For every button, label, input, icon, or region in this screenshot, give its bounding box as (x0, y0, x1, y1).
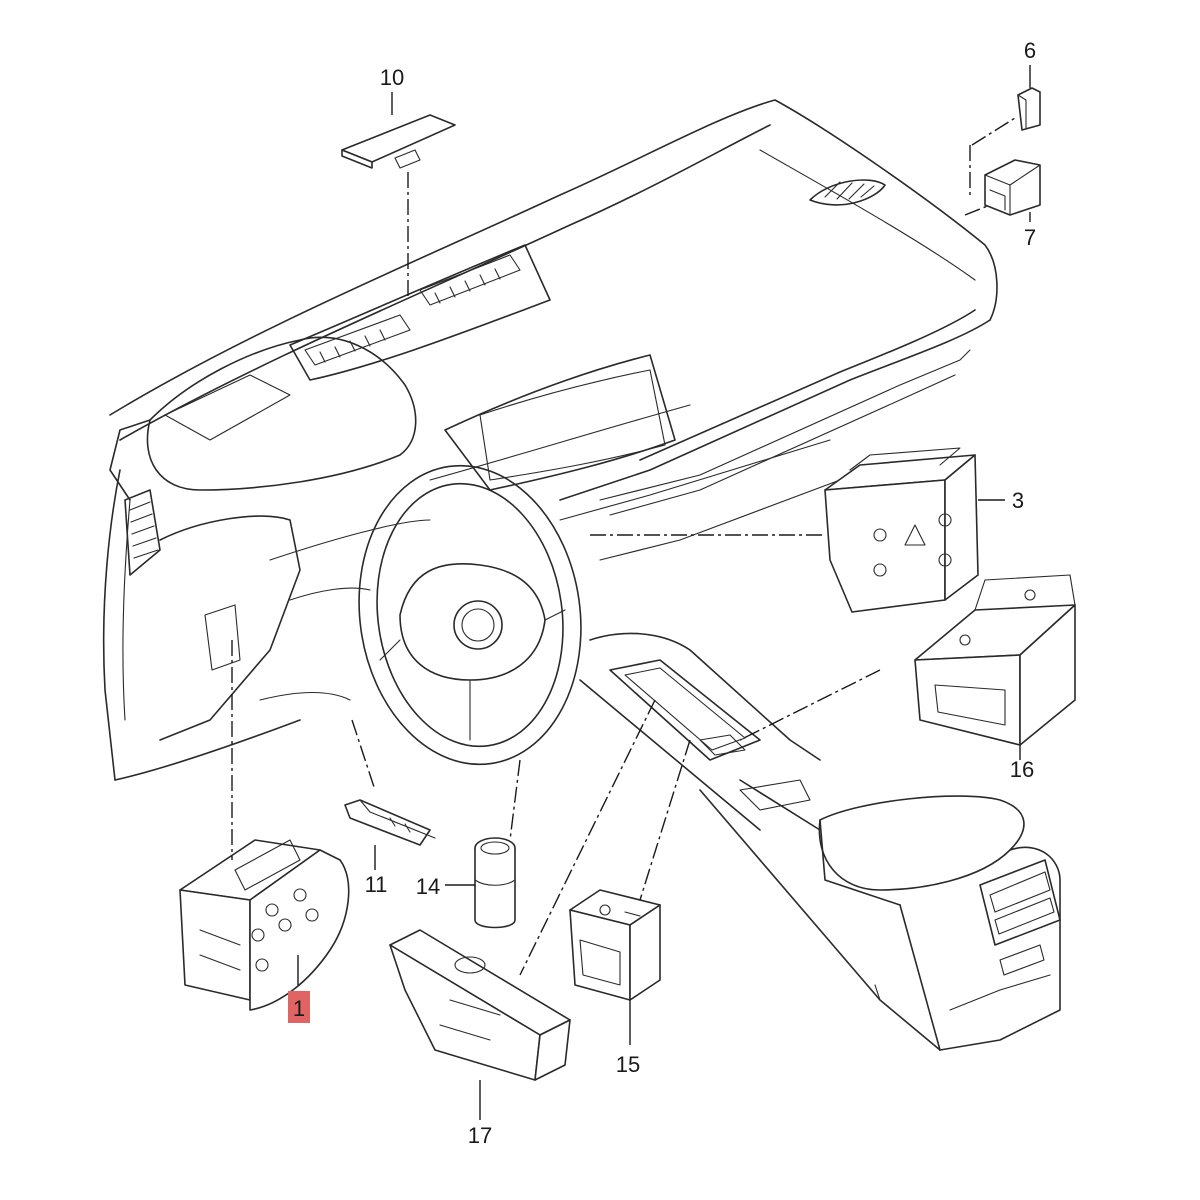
part-17-bracket (389, 929, 571, 1081)
steering-wheel (358, 464, 582, 766)
label-17: 17 (468, 1123, 492, 1148)
label-3: 3 (1012, 488, 1024, 513)
part-11-sensor (344, 799, 436, 846)
part-14-start-button (474, 837, 516, 929)
part-15-console-switch (569, 889, 661, 1001)
label-10: 10 (380, 65, 404, 90)
part-6-small-button (1017, 87, 1041, 131)
part-1-switch-panel (179, 839, 350, 1011)
center-console (579, 632, 1061, 1051)
part-7-switch (984, 159, 1041, 216)
callout-labels: 1 3 6 7 10 11 14 15 16 17 (288, 38, 1036, 1148)
label-16: 16 (1010, 757, 1034, 782)
label-1: 1 (293, 996, 305, 1021)
connection-lines (231, 117, 1016, 976)
part-3-hazard-switch-panel (824, 447, 979, 613)
callout-leaders (297, 65, 1031, 1120)
label-7: 7 (1024, 225, 1036, 250)
part-1-highlight (288, 991, 310, 1023)
label-14: 14 (416, 874, 440, 899)
label-15: 15 (616, 1052, 640, 1077)
label-11: 11 (365, 872, 388, 897)
part-10-cover (341, 114, 456, 169)
dashboard-panel (102, 99, 998, 781)
label-6: 6 (1024, 38, 1036, 63)
